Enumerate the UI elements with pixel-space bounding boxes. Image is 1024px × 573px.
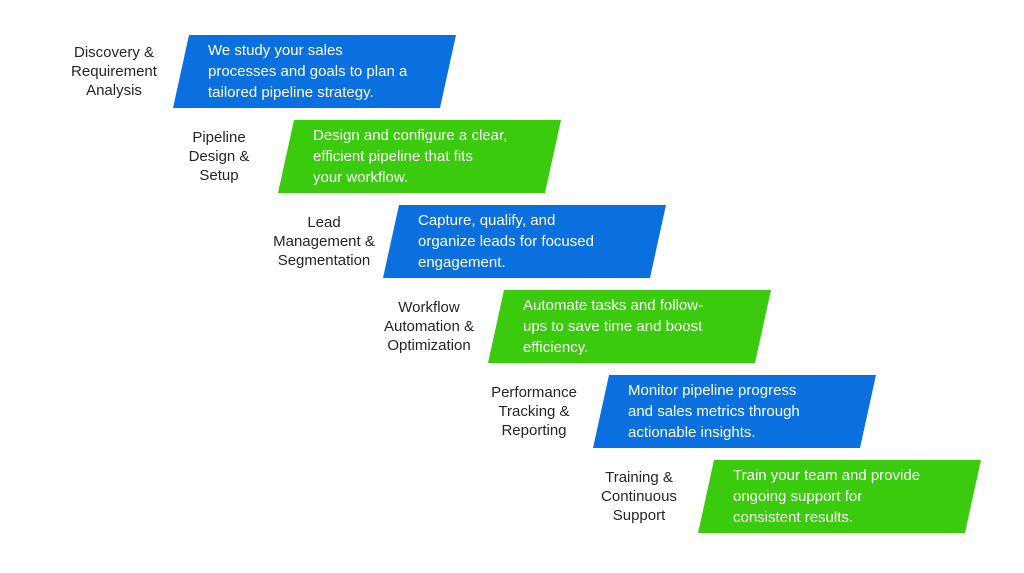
step-shape-parallelogram: Automate tasks and follow- ups to save t…	[488, 290, 771, 363]
process-step: Workflow Automation & Optimization Autom…	[354, 290, 771, 363]
step-label: Lead Management & Segmentation	[273, 214, 375, 269]
step-label: Workflow Automation & Optimization	[383, 299, 475, 354]
step-description: Train your team and provide ongoing supp…	[733, 467, 921, 526]
process-step: Pipeline Design & Setup Design and confi…	[144, 120, 561, 193]
process-step: Lead Management & Segmentation Capture, …	[249, 205, 666, 278]
step-description: Capture, qualify, and organize leads for…	[418, 212, 594, 271]
step-description: Design and configure a clear, efficient …	[313, 127, 508, 186]
step-shape-parallelogram: Train your team and provide ongoing supp…	[698, 460, 981, 533]
step-description: Automate tasks and follow- ups to save t…	[523, 297, 704, 356]
step-label: Pipeline Design & Setup	[188, 129, 250, 184]
step-label: Training & Continuous Support	[601, 469, 677, 524]
process-step: Discovery & Requirement Analysis We stud…	[39, 35, 456, 108]
step-shape-parallelogram: We study your sales processes and goals …	[173, 35, 456, 108]
step-description: Monitor pipeline progress and sales metr…	[628, 382, 800, 441]
step-description: We study your sales processes and goals …	[208, 42, 408, 101]
step-shape-parallelogram: Design and configure a clear, efficient …	[278, 120, 561, 193]
step-shape-parallelogram: Monitor pipeline progress and sales metr…	[593, 375, 876, 448]
step-shape-parallelogram: Capture, qualify, and organize leads for…	[383, 205, 666, 278]
step-label: Discovery & Requirement Analysis	[71, 44, 157, 99]
process-step: Training & Continuous Support Train your…	[564, 460, 981, 533]
step-label: Performance Tracking & Reporting	[491, 384, 577, 439]
process-step: Performance Tracking & Reporting Monitor…	[459, 375, 876, 448]
